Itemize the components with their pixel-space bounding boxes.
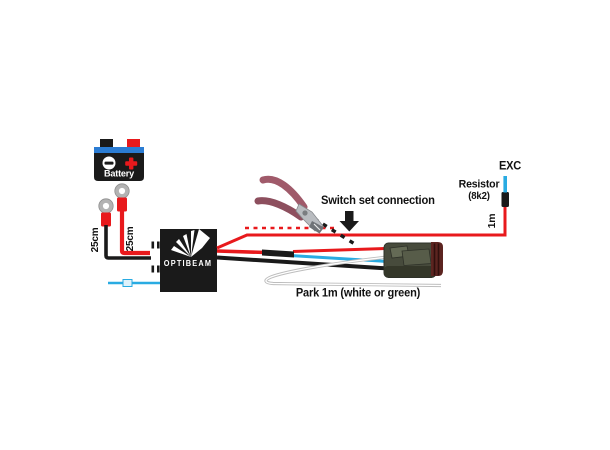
battery-positive-post <box>127 139 140 149</box>
battery-negative-post <box>100 139 113 149</box>
ring-terminal-negative <box>98 198 114 227</box>
exc-label: EXC <box>498 160 522 173</box>
stub-inline-connector <box>122 279 133 287</box>
exc-stub-wire <box>108 279 161 287</box>
battery-top-bar <box>94 147 144 153</box>
resistor-block <box>501 192 509 207</box>
optibeam-logo-icon <box>171 229 210 257</box>
relay-output-red-wire <box>216 249 267 255</box>
resistor-value-label: (8k2) <box>468 191 490 202</box>
optibeam-box <box>160 229 217 292</box>
connector-rear-seal <box>431 242 443 276</box>
resistor-title-label: Resistor <box>458 178 500 191</box>
park-wire-label: Park 1m (white or green) <box>295 287 421 300</box>
wire-sleeve <box>262 249 294 258</box>
park-wire <box>264 255 442 288</box>
optibeam-brand-label: OPTIBEAM <box>163 259 213 268</box>
positive-wire <box>119 210 150 256</box>
connector-wedge-tab <box>401 248 432 266</box>
relay-output-red-wire-2 <box>292 247 387 253</box>
negative-wire-length-label: 25cm <box>90 227 101 253</box>
down-arrow-icon <box>339 211 359 232</box>
cut-line-dashes <box>313 217 359 248</box>
deutsch-connector-icon <box>383 242 443 278</box>
battery-icon <box>94 139 144 181</box>
switch-note-label: Switch set connection <box>321 195 435 207</box>
inline-connector-marks <box>151 241 160 273</box>
negative-wire <box>104 225 151 260</box>
battery-label: Battery <box>103 168 135 180</box>
positive-wire-length-label: 25cm <box>125 226 136 252</box>
plus-icon <box>125 157 138 170</box>
pliers-icon <box>254 175 324 234</box>
relay-output-black-wire <box>216 255 389 271</box>
resistor-wire-length-label: 1m <box>485 213 498 229</box>
ring-terminal-positive <box>114 183 130 212</box>
main-power-wire <box>216 206 507 250</box>
